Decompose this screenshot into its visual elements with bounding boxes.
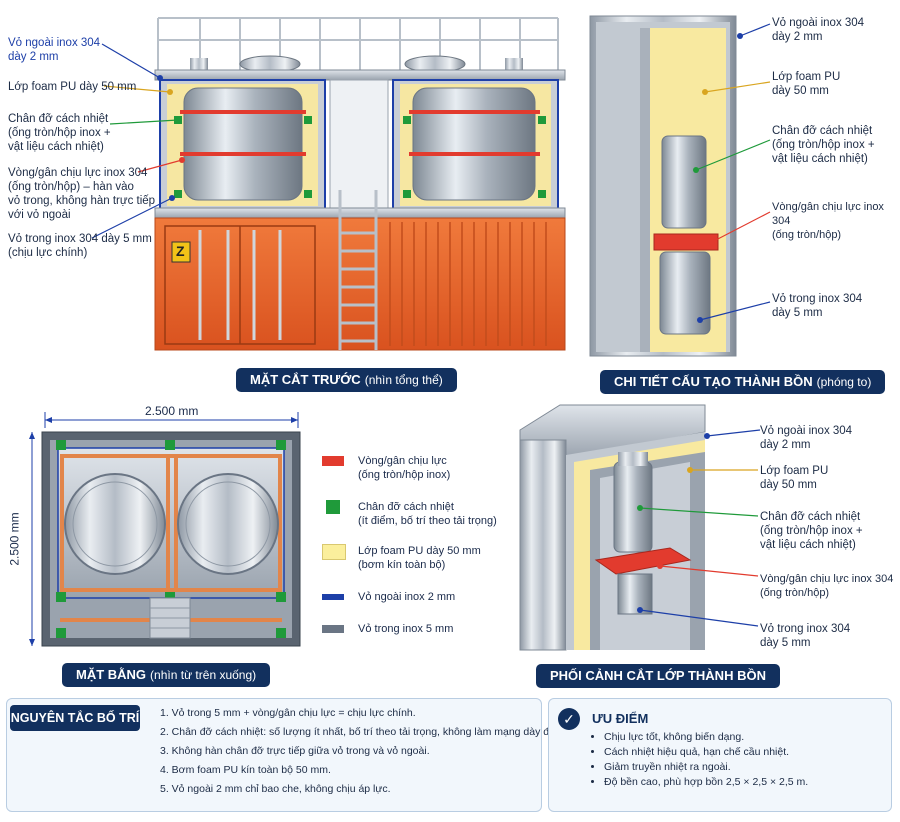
plan-manhole-left — [64, 473, 166, 575]
top-railing — [157, 17, 559, 72]
advantage-item: Cách nhiệt hiệu quả, hạn chế cầu nhiệt. — [604, 745, 808, 760]
advantages-title: ƯU ĐIỂM — [592, 711, 649, 726]
shipping-container — [154, 217, 566, 351]
persp-support — [613, 461, 653, 553]
principles-title: NGUYÊN TẮC BỐ TRÍ — [10, 705, 140, 731]
plan-height-dim: 2.500 mm — [7, 512, 22, 566]
plan-view-title: MẶT BẰNG(nhìn từ trên xuống) — [62, 663, 271, 687]
advantage-item: Giảm truyền nhiệt ra ngoài. — [604, 760, 808, 775]
persp-outer-left — [519, 439, 567, 651]
principles-list: 1. Vỏ trong 5 mm + vòng/gân chịu lực = c… — [160, 704, 564, 799]
check-icon: ✓ — [558, 708, 580, 730]
detail-support — [661, 135, 707, 229]
advantage-item: Độ bền cao, phù hợp bồn 2,5 × 2,5 × 2,5 … — [604, 775, 808, 790]
advantages-list: Chịu lực tốt, không biến dạng. Cách nhiệ… — [592, 730, 808, 790]
plan-width-dim: 2.500 mm — [145, 404, 199, 418]
container-logo-box — [171, 241, 191, 263]
plan-manhole-right — [177, 473, 279, 575]
advantage-item: Chịu lực tốt, không biến dạng. — [604, 730, 808, 745]
front-label-inner-shell: Vỏ trong inox 304 dày 5 mm(chịu lực chín… — [8, 233, 152, 259]
detail-label-support: Chân đỡ cách nhiệt(ống tròn/hộp inox +vậ… — [772, 125, 875, 165]
right-tank — [412, 87, 536, 201]
front-label-foam: Lớp foam PU dày 50 mm — [8, 81, 137, 93]
container-doors — [164, 225, 316, 345]
principle-item: 1. Vỏ trong 5 mm + vòng/gân chịu lực = c… — [160, 707, 416, 719]
principle-item: 2. Chân đỡ cách nhiệt: số lượng ít nhất,… — [160, 726, 564, 738]
front-label-ring: Vòng/gân chịu lực inox 304(ống tròn/hộp)… — [8, 167, 156, 221]
detail-label-ring: Vòng/gân chịu lực inox 304(ống tròn/hộp) — [772, 201, 884, 241]
principle-item: 4. Bơm foam PU kín toàn bộ 50 mm. — [160, 764, 331, 776]
front-label-support: Chân đỡ cách nhiệt(ống tròn/hộp inox +vậ… — [8, 113, 111, 153]
principle-item: 5. Vỏ ngoài 2 mm chỉ bao che, không chịu… — [160, 783, 391, 795]
perspective-view-title: PHỐI CẢNH CẮT LỚP THÀNH BỒN — [536, 664, 780, 688]
access-ladder — [338, 190, 378, 350]
persp-ring — [594, 547, 692, 575]
persp-label-ring: Vòng/gân chịu lực inox 304(ống tròn/hộp) — [760, 573, 894, 599]
container-logo: Z — [176, 243, 185, 259]
detail-ring — [653, 233, 719, 251]
principle-item: 3. Không hàn chân đỡ trực tiếp giữa vỏ t… — [160, 745, 430, 757]
persp-label-support: Chân đỡ cách nhiệt(ống tròn/hộp inox +vậ… — [760, 511, 863, 551]
front-view-title: MẶT CẮT TRƯỚC(nhìn tổng thể) — [236, 368, 457, 392]
detail-view-title: CHI TIẾT CẤU TẠO THÀNH BỒN(phóng to) — [600, 370, 886, 394]
left-tank — [183, 87, 303, 201]
advantages-panel — [548, 698, 892, 812]
